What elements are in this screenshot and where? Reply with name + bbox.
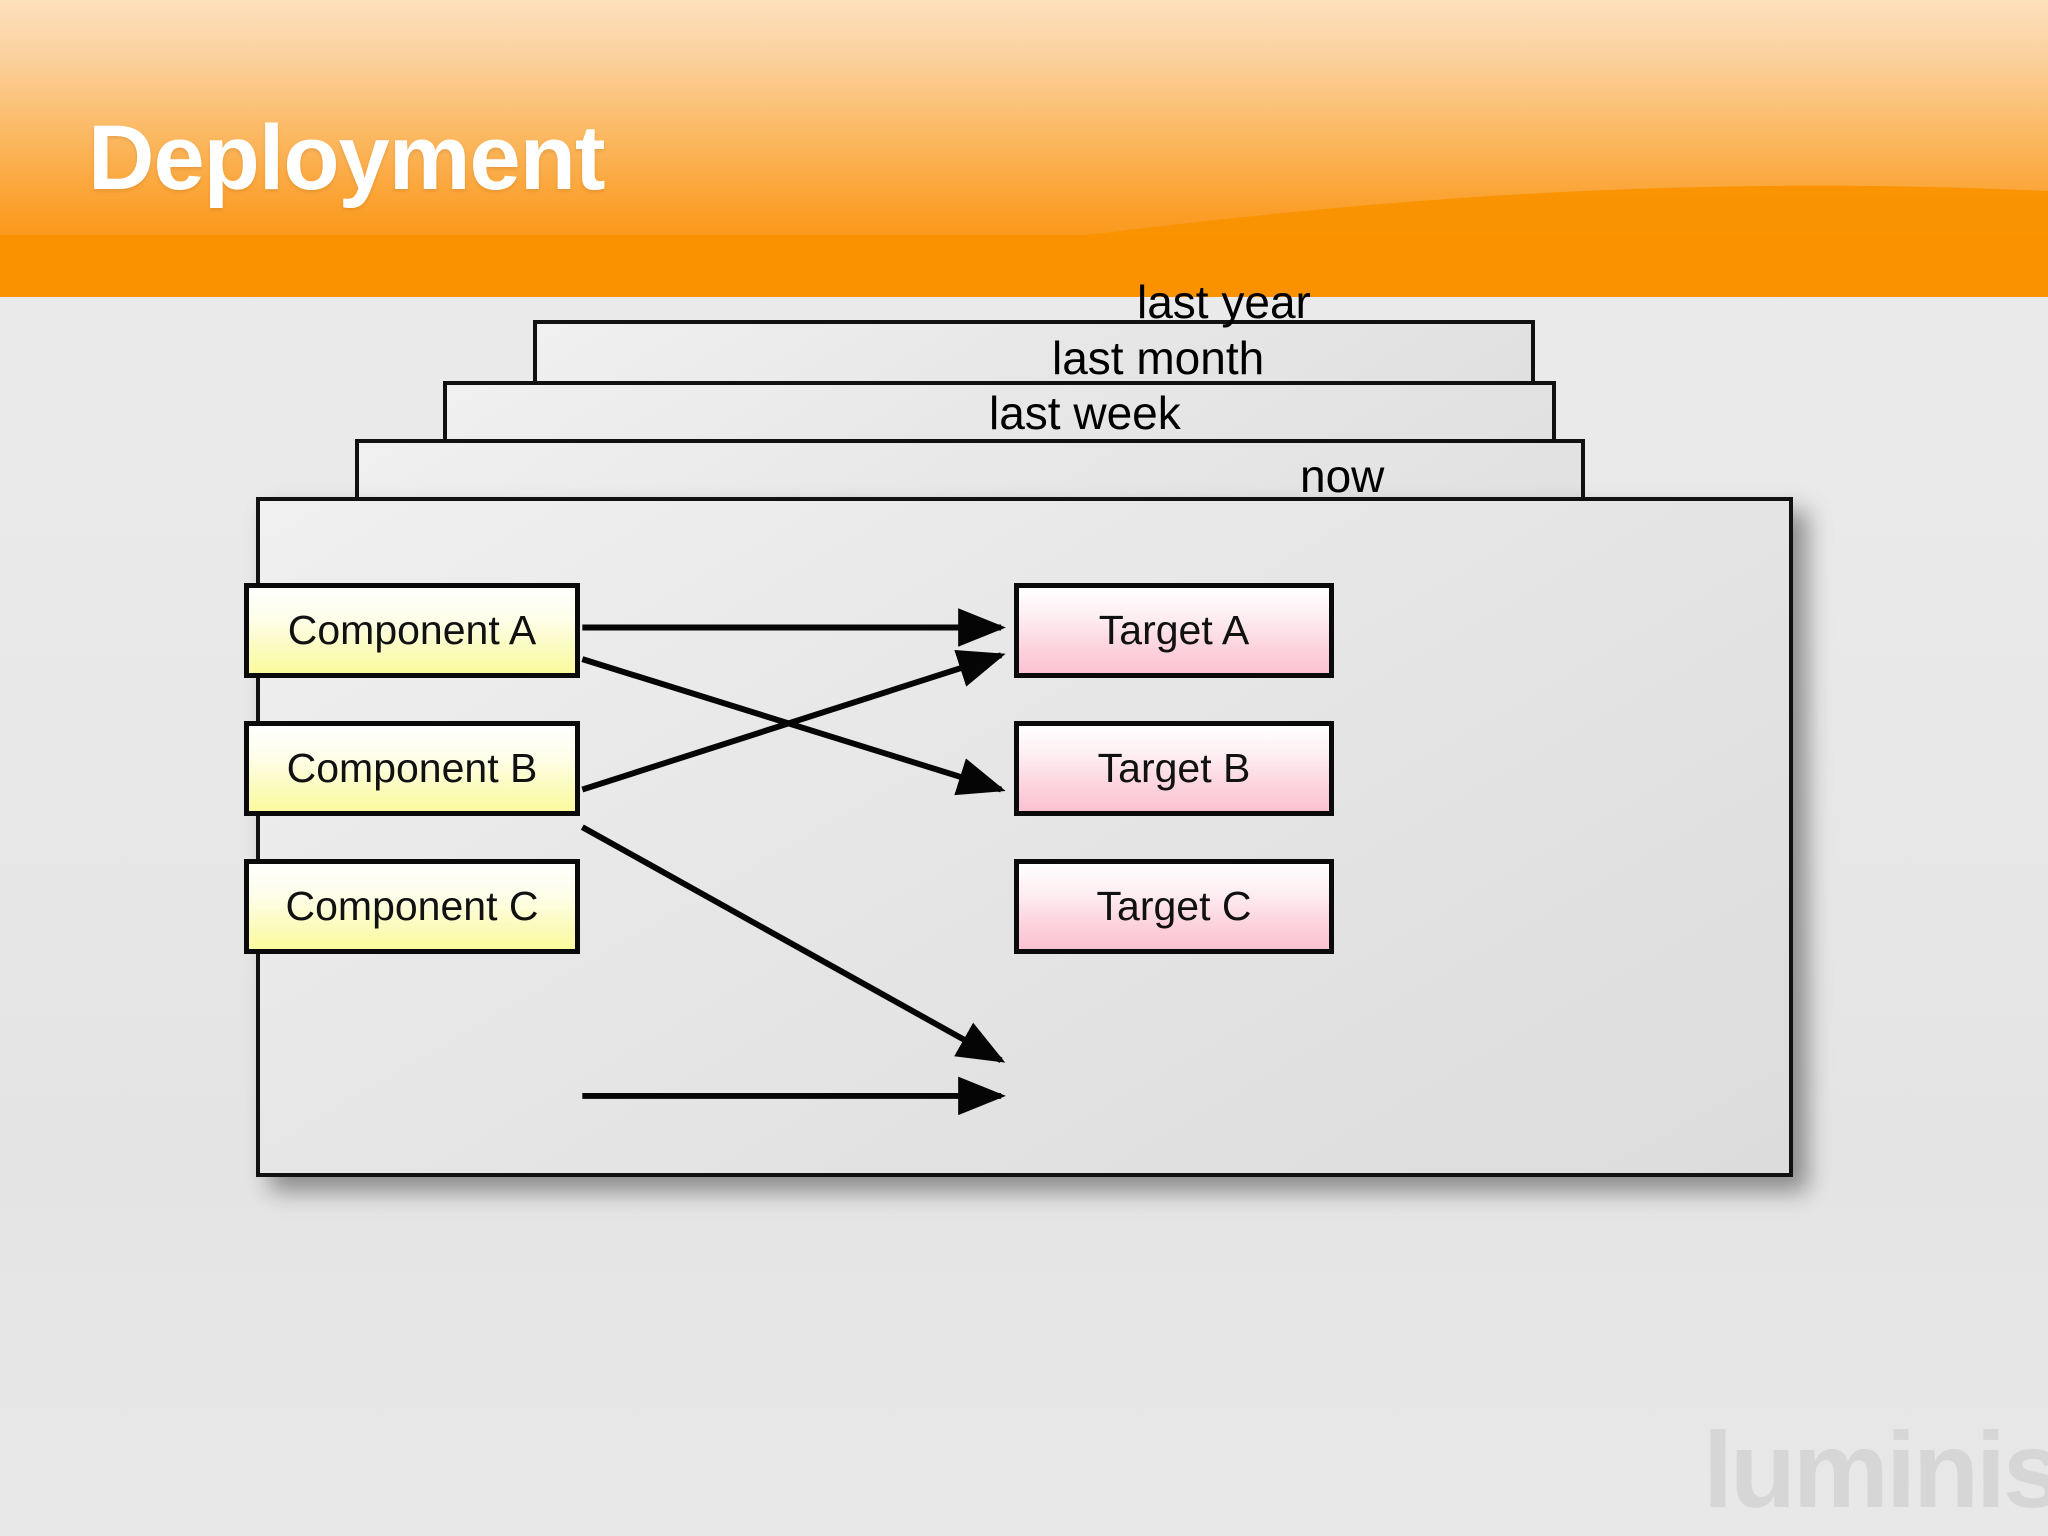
- node-component-a[interactable]: Component A: [244, 583, 580, 678]
- layer-label-last-week: last week: [989, 387, 1181, 439]
- header-bottom-band: [0, 235, 2048, 297]
- luminis-watermark: luminis: [1702, 1409, 2048, 1530]
- edge-component-b-to-target-c: [580, 824, 1006, 1063]
- node-component-b[interactable]: Component B: [244, 721, 580, 816]
- node-target-c[interactable]: Target C: [1014, 859, 1334, 954]
- layer-label-last-month: last month: [1052, 332, 1265, 384]
- layer-label-last-year: last year: [1137, 276, 1311, 328]
- node-target-a[interactable]: Target A: [1014, 583, 1334, 678]
- slide-header: Deployment: [0, 0, 2048, 297]
- edge-component-b-to-target-a: [581, 649, 1006, 793]
- deployment-layer-stack: Component A Target A last year Component…: [0, 279, 2048, 1536]
- node-component-c[interactable]: Component C: [244, 859, 580, 954]
- node-target-b[interactable]: Target B: [1014, 721, 1334, 816]
- layer-now[interactable]: Component A Component B Component C Targ…: [244, 453, 1793, 1177]
- edge-component-a-to-target-b: [581, 656, 1006, 796]
- page-title: Deployment: [88, 107, 606, 209]
- layer-label-now: now: [1300, 450, 1385, 502]
